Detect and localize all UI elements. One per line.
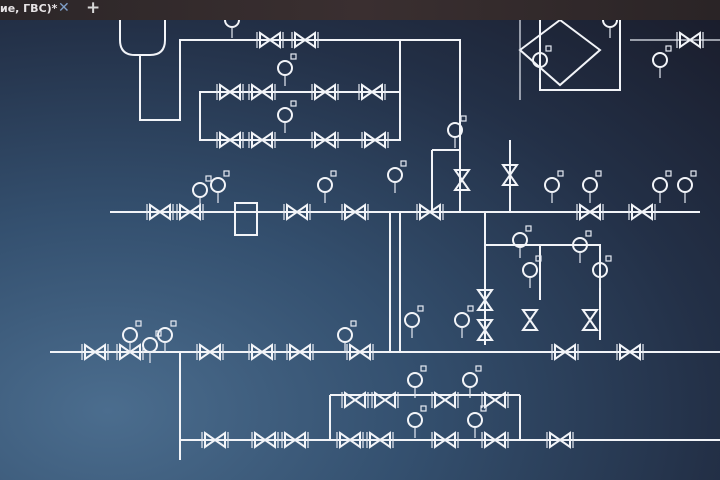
- close-icon[interactable]: ✕: [58, 0, 70, 16]
- pressure-gauge-icon: [572, 230, 592, 263]
- valve-icon[interactable]: [216, 83, 244, 101]
- pressure-gauge-icon: [462, 365, 482, 398]
- pressure-gauge-icon: [224, 20, 240, 38]
- pressure-gauge-icon: [544, 170, 564, 203]
- pressure-gauge-icon: [317, 170, 337, 203]
- pressure-gauge-icon: [512, 225, 532, 258]
- valve-icon[interactable]: [336, 431, 364, 449]
- valve-icon[interactable]: [291, 31, 319, 49]
- valve-icon[interactable]: [521, 309, 539, 331]
- valve-icon[interactable]: [366, 431, 394, 449]
- pressure-gauge-icon: [582, 170, 602, 203]
- pressure-gauge-icon: [467, 405, 487, 438]
- valve-icon[interactable]: [196, 343, 224, 361]
- valve-icon[interactable]: [616, 343, 644, 361]
- pressure-gauge-icon: [277, 100, 297, 133]
- pressure-gauge-icon: [652, 170, 672, 203]
- pressure-gauge-icon: [192, 175, 212, 208]
- valve-icon[interactable]: [283, 203, 311, 221]
- valve-icon[interactable]: [481, 391, 509, 409]
- valve-icon[interactable]: [341, 203, 369, 221]
- valve-icon[interactable]: [248, 131, 276, 149]
- valve-icon[interactable]: [176, 203, 204, 221]
- pressure-gauge-icon: [602, 20, 618, 38]
- valve-icon[interactable]: [576, 203, 604, 221]
- valve-icon[interactable]: [256, 31, 284, 49]
- pressure-gauge-icon: [142, 330, 162, 363]
- valve-icon[interactable]: [581, 309, 599, 331]
- valve-icon[interactable]: [251, 431, 279, 449]
- pressure-gauge-icon: [407, 365, 427, 398]
- valve-icon[interactable]: [476, 319, 494, 341]
- pressure-gauge-icon: [337, 320, 357, 353]
- valves: [81, 31, 704, 449]
- valve-icon[interactable]: [501, 164, 519, 186]
- pressure-gauge-icon: [454, 305, 474, 338]
- valve-icon[interactable]: [676, 31, 704, 49]
- valve-icon[interactable]: [371, 391, 399, 409]
- valve-icon[interactable]: [341, 391, 369, 409]
- valve-icon[interactable]: [286, 343, 314, 361]
- pressure-gauge-icon: [277, 53, 297, 86]
- pressure-gauge-icon: [677, 170, 697, 203]
- tab-bar: ие, ГВС)* ✕ +: [0, 0, 720, 20]
- valve-icon[interactable]: [216, 131, 244, 149]
- valve-icon[interactable]: [281, 431, 309, 449]
- pressure-gauge-icon: [522, 255, 542, 288]
- valve-icon[interactable]: [346, 343, 374, 361]
- piping-diagram: [50, 20, 720, 460]
- pipelines: [50, 20, 720, 460]
- valve-icon[interactable]: [546, 431, 574, 449]
- gauges: [122, 20, 697, 438]
- pressure-gauge-icon: [122, 320, 142, 353]
- pressure-gauge-icon: [407, 405, 427, 438]
- valve-icon[interactable]: [453, 169, 471, 191]
- valve-icon[interactable]: [361, 131, 389, 149]
- drawing-canvas[interactable]: [0, 20, 720, 480]
- plus-icon[interactable]: +: [86, 0, 101, 18]
- pressure-gauge-icon: [404, 305, 424, 338]
- valve-icon[interactable]: [311, 83, 339, 101]
- pressure-gauge-icon: [157, 320, 177, 353]
- valve-icon[interactable]: [551, 343, 579, 361]
- pressure-gauge-icon: [592, 255, 612, 288]
- valve-icon[interactable]: [416, 203, 444, 221]
- valve-icon[interactable]: [628, 203, 656, 221]
- valve-icon[interactable]: [431, 431, 459, 449]
- pressure-gauge-icon: [210, 170, 230, 203]
- valve-icon[interactable]: [311, 131, 339, 149]
- pressure-gauge-icon: [652, 45, 672, 78]
- valve-icon[interactable]: [476, 289, 494, 311]
- pressure-gauge-icon: [532, 45, 552, 78]
- valve-icon[interactable]: [431, 391, 459, 409]
- valve-icon[interactable]: [201, 431, 229, 449]
- valve-icon[interactable]: [248, 83, 276, 101]
- tab-title[interactable]: ие, ГВС)*: [0, 2, 58, 15]
- valve-icon[interactable]: [81, 343, 109, 361]
- pressure-gauge-icon: [387, 160, 407, 193]
- valve-icon[interactable]: [146, 203, 174, 221]
- valve-icon[interactable]: [248, 343, 276, 361]
- valve-icon[interactable]: [481, 431, 509, 449]
- pressure-gauge-icon: [447, 115, 467, 148]
- valve-icon[interactable]: [358, 83, 386, 101]
